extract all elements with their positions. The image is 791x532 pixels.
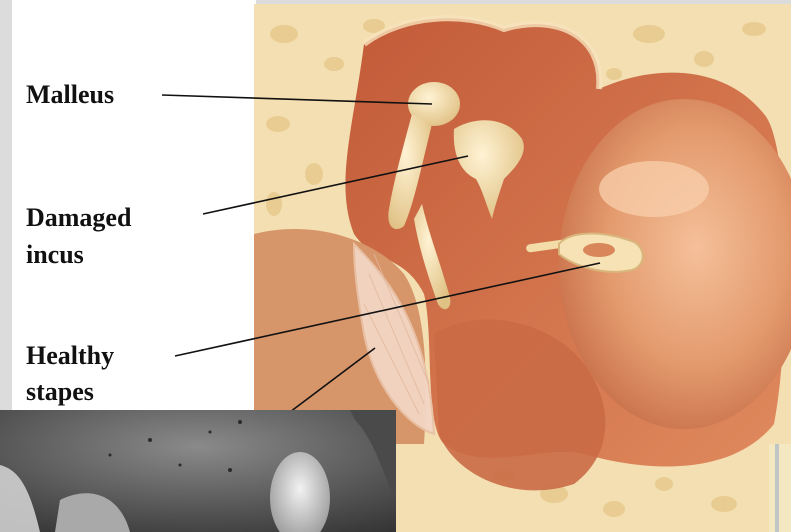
healthy-stapes-label-line2: stapes (26, 375, 94, 409)
damaged-incus-label-line2: incus (26, 238, 84, 272)
malleus-label: Malleus (26, 78, 114, 112)
sem-micrograph-inset (0, 410, 396, 532)
healthy-stapes-label-line1: Healthy (26, 339, 114, 373)
damaged-incus-label-line1: Damaged (26, 201, 131, 235)
eustachian-structure (769, 444, 791, 532)
